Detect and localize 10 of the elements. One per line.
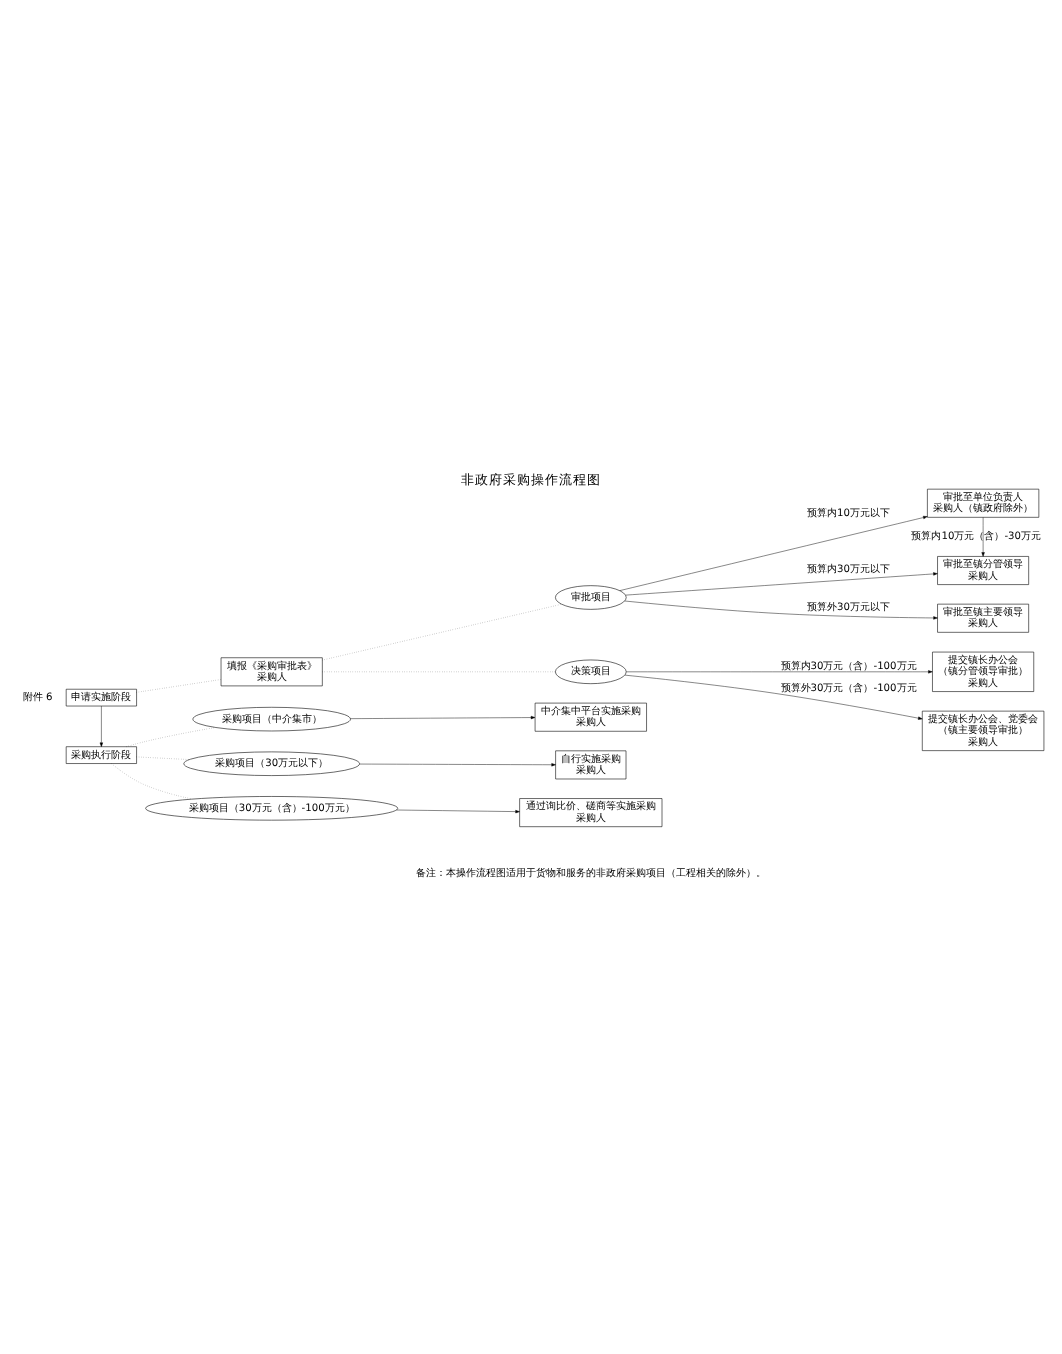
arrow — [626, 670, 933, 674]
arrow — [619, 515, 928, 591]
arrow — [624, 674, 923, 720]
arrow — [359, 763, 556, 767]
arrow — [350, 715, 536, 720]
arrow — [99, 705, 103, 747]
arrow — [396, 809, 520, 814]
arrow — [981, 517, 985, 557]
arrow — [624, 600, 938, 620]
arrow — [625, 572, 938, 596]
